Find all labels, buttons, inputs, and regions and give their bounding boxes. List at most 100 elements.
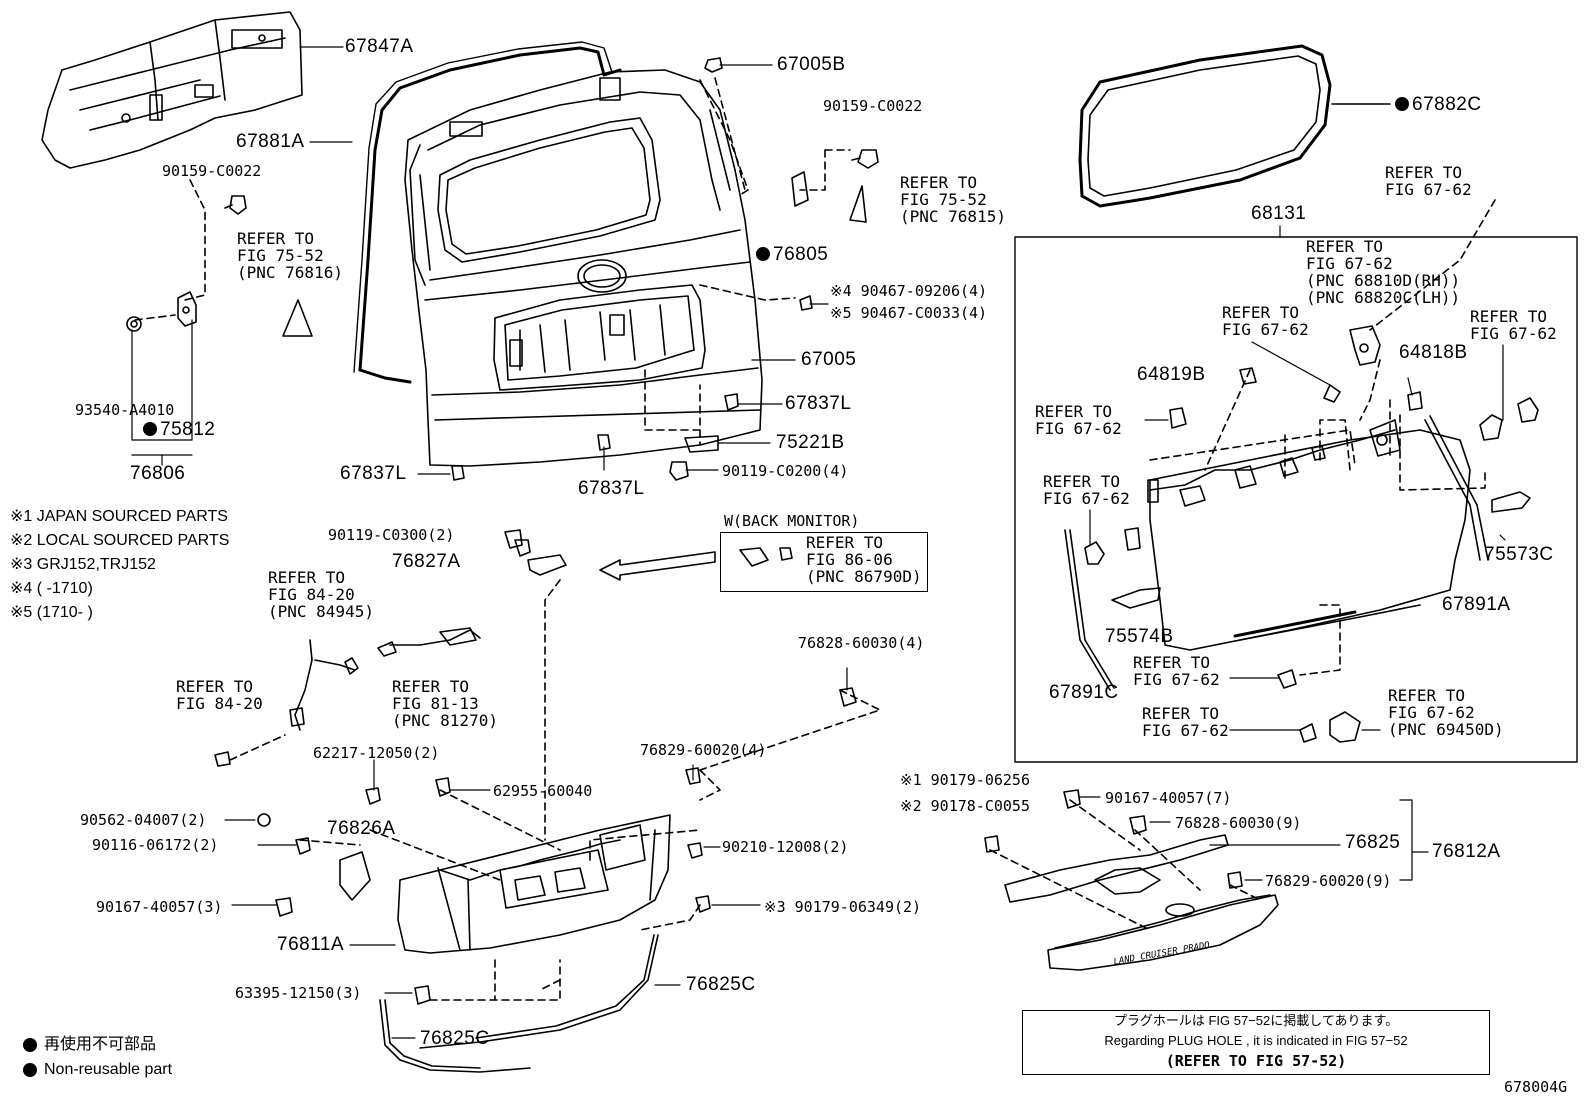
ref-fig-86-06: REFER TO FIG 86-06 (PNC 86790D) — [806, 533, 922, 586]
garnish-ref-76816 — [282, 299, 313, 337]
note-1: ※1 JAPAN SOURCED PARTS — [10, 508, 228, 525]
plug-hole-note-en: Regarding PLUG HOLE , it is indicated in… — [1104, 1033, 1408, 1048]
leader-lines-emblem — [1079, 796, 1429, 881]
weatherstrip-67881a — [358, 46, 622, 372]
label-90159-left: 90159-C0022 — [162, 162, 262, 180]
label-67837l-b: 67837L — [340, 463, 407, 484]
label-76827a: 76827A — [392, 551, 461, 572]
leader-lines-box — [1089, 341, 1506, 731]
fasteners-lower — [257, 529, 857, 1005]
label-75221b: 75221B — [776, 432, 845, 453]
ref-fig-67-62-a: REFER TO FIG 67-62 — [1222, 303, 1309, 339]
label-76829-4: 76829-60020(4) — [640, 741, 767, 759]
label-76826a: 76826A — [327, 818, 396, 839]
label-62217: 62217-12050(2) — [313, 744, 440, 762]
label-76811a: 76811A — [277, 934, 345, 955]
label-76828-4: 76828-60030(4) — [798, 634, 925, 652]
label-63395: 63395-12150(3) — [235, 984, 362, 1002]
label-62955: 62955-60040 — [493, 782, 593, 800]
label-67837l-c: 67837L — [578, 478, 645, 499]
label-90119-c0300: 90119-C0300(2) — [328, 526, 455, 544]
license-garnish-76811a — [397, 814, 671, 954]
label-76825c-a: 76825C — [686, 974, 756, 995]
ref-fig-84-20-pnc: REFER TO FIG 84-20 (PNC 84945) — [268, 568, 374, 621]
label-67891c: 67891C — [1049, 682, 1119, 703]
molding-76825c — [419, 934, 659, 1049]
ref-fig-75-52-right: REFER TO FIG 75-52 (PNC 76815) — [900, 173, 1006, 226]
window-glass-67882c — [1078, 44, 1391, 208]
fasteners-emblem — [984, 789, 1243, 889]
label-90159-right: 90159-C0022 — [823, 97, 923, 115]
ref-fig-67-62-top: REFER TO FIG 67-62 — [1385, 163, 1472, 199]
ref-fig-84-20: REFER TO FIG 84-20 — [176, 677, 263, 713]
legend-non-reusable-jp: 再使用不可部品 — [44, 1036, 157, 1053]
label-76825c-b: 76825C — [420, 1028, 490, 1049]
label-64818b: 64818B — [1399, 342, 1468, 363]
leader-dashes-harness — [229, 579, 881, 1001]
leader-dashes-door — [134, 77, 851, 446]
label-67837l-a: 67837L — [785, 393, 852, 414]
leader-dashes-box — [1149, 199, 1496, 676]
non-reusable-dot — [756, 247, 770, 261]
ref-fig-67-62-f: REFER TO FIG 67-62 — [1142, 704, 1229, 740]
leader-lines — [131, 46, 829, 475]
label-67891a: 67891A — [1442, 594, 1511, 615]
ref-fig-67-62-b: REFER TO FIG 67-62 — [1470, 307, 1557, 343]
note-2: ※2 LOCAL SOURCED PARTS — [10, 532, 230, 549]
ref-fig-67-62-pnc-69450d: REFER TO FIG 67-62 (PNC 69450D) — [1388, 686, 1504, 739]
camera-parts — [514, 539, 793, 576]
back-monitor-box — [720, 532, 928, 592]
harness-wiring — [214, 627, 481, 767]
note-3: ※3 GRJ152,TRJ152 — [10, 556, 156, 573]
label-76806: 76806 — [130, 463, 186, 484]
label-90210: 90210-12008(2) — [722, 838, 849, 856]
label-90467-5: ※5 90467-C0033(4) — [830, 304, 988, 322]
label-64819b: 64819B — [1137, 364, 1206, 385]
legend-non-reusable-en: Non-reusable part — [44, 1061, 173, 1078]
molding-76825c-lower — [379, 999, 531, 1073]
label-76828-9: 76828-60030(9) — [1175, 814, 1302, 832]
insulator-67847a — [41, 11, 303, 169]
glass-assembly-box — [1014, 236, 1578, 763]
plug-hole-note-jp: プラグホールは FIG 57−52に掲載してあります。 — [1113, 1013, 1399, 1028]
back-monitor-title: W(BACK MONITOR) — [724, 512, 860, 530]
leader-dashes-emblem — [989, 799, 1261, 931]
label-90562: 90562-04007(2) — [80, 811, 207, 829]
leader-lines-lower — [224, 667, 848, 1039]
non-reusable-dot — [143, 422, 157, 436]
label-93540: 93540-A4010 — [75, 401, 175, 419]
garnish-ref-76815 — [849, 185, 867, 223]
label-76812a: 76812A — [1432, 841, 1501, 862]
ref-fig-67-62-c: REFER TO FIG 67-62 — [1035, 402, 1122, 438]
label-76805: 76805 — [756, 245, 828, 264]
label-67847a: 67847A — [345, 36, 414, 57]
plug-hole-note-box: プラグホールは FIG 57−52に掲載してあります。 Regarding PL… — [1022, 1010, 1490, 1075]
back-monitor-arrow — [599, 551, 716, 581]
fasteners-door — [126, 57, 879, 481]
ref-fig-75-52-left: REFER TO FIG 75-52 (PNC 76816) — [237, 229, 343, 282]
label-67005b: 67005B — [777, 54, 846, 75]
label-90167-7: 90167-40057(7) — [1105, 789, 1232, 807]
label-90467-4: ※4 90467-09206(4) — [830, 282, 988, 300]
label-67882c: 67882C — [1395, 95, 1482, 114]
figure-number: 678004G — [1504, 1078, 1568, 1096]
ref-fig-67-62-e: REFER TO FIG 67-62 — [1133, 653, 1220, 689]
label-68131: 68131 — [1251, 203, 1307, 224]
plug-hole-note-ref: (REFER TO FIG 57-52) — [1165, 1052, 1347, 1070]
label-90179-06349: ※3 90179-06349(2) — [764, 898, 922, 916]
label-90178-c0055: ※2 90178-C0055 — [900, 797, 1030, 815]
label-76829-9: 76829-60020(9) — [1265, 872, 1392, 890]
note-5: ※5 (1710- ) — [10, 604, 93, 621]
label-75573c: 75573C — [1484, 544, 1554, 565]
non-reusable-dot-en — [23, 1063, 37, 1077]
non-reusable-dot — [1395, 97, 1409, 111]
label-90119-c0200: 90119-C0200(4) — [722, 462, 849, 480]
label-90179-06256: ※1 90179-06256 — [900, 771, 1030, 789]
note-4: ※4 ( -1710) — [10, 580, 93, 597]
label-67005: 67005 — [801, 349, 857, 370]
label-67881a: 67881A — [236, 131, 305, 152]
back-door-67005 — [404, 69, 763, 467]
ref-fig-67-62-d: REFER TO FIG 67-62 — [1043, 472, 1130, 508]
